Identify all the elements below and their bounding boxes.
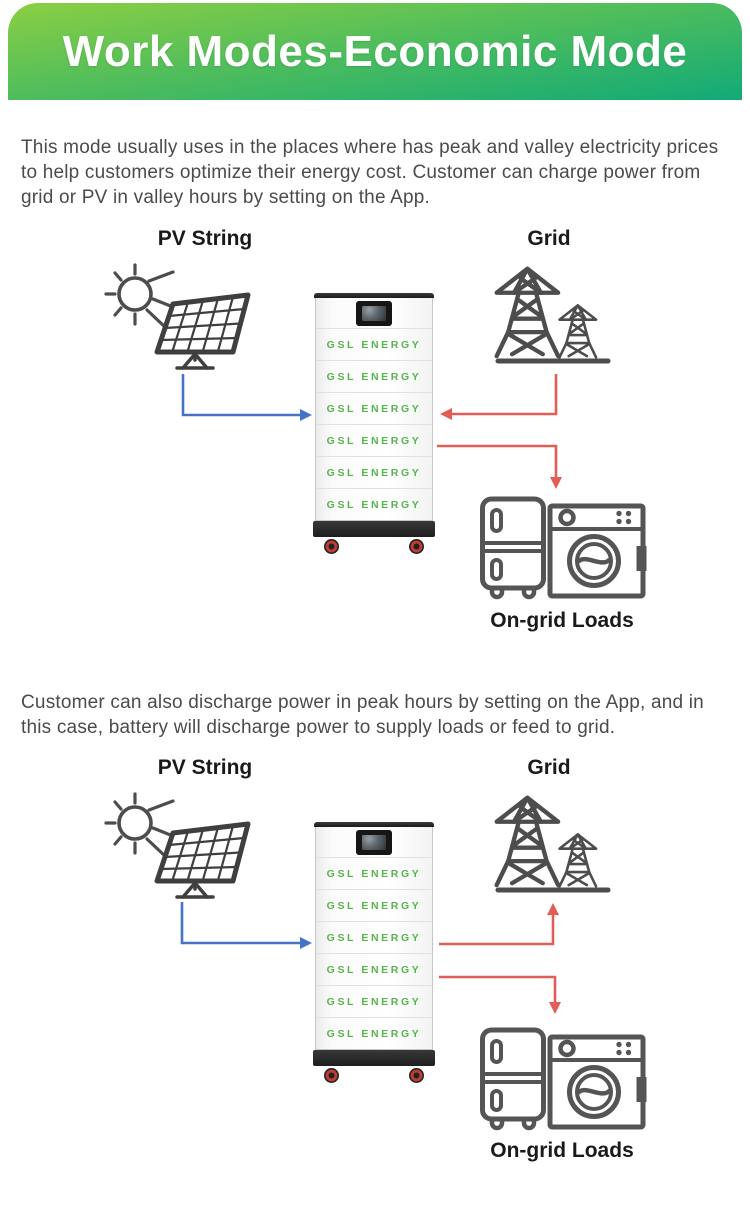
battery-module: GSL ENERGY: [316, 392, 432, 424]
washing-machine-icon: [547, 503, 647, 600]
discharge-paragraph: Customer can also discharge power in pea…: [21, 692, 704, 738]
grid-to-battery-arrowhead: [440, 408, 452, 420]
caster-wheel: [324, 1068, 339, 1083]
battery-screen-display: [362, 834, 386, 850]
caster-wheel: [409, 539, 424, 554]
battery-to-grid-arrow: [439, 915, 555, 946]
battery-module-label: GSL ENERGY: [326, 963, 422, 976]
grid-label: Grid: [527, 756, 571, 779]
battery-screen-display: [362, 305, 386, 321]
grid-label: Grid: [527, 227, 571, 250]
battery-module: GSL ENERGY: [316, 1017, 432, 1049]
sun-solar-panel-icon: [85, 258, 265, 383]
battery-to-loads-arrow: [439, 975, 557, 1002]
pv-string-label: PV String: [157, 227, 253, 250]
battery-module: GSL ENERGY: [316, 424, 432, 456]
sun-solar-panel-icon: [85, 787, 265, 912]
battery-module-label: GSL ENERGY: [326, 1027, 422, 1040]
battery-to-loads-arrowhead: [549, 1002, 561, 1014]
washing-machine-icon: [547, 1034, 647, 1131]
battery-body: GSL ENERGY GSL ENERGY GSL ENERGY GSL ENE…: [315, 827, 433, 1050]
battery-module: GSL ENERGY: [316, 921, 432, 953]
battery-screen: [356, 829, 392, 855]
battery-screen: [356, 300, 392, 326]
battery-module: GSL ENERGY: [316, 985, 432, 1017]
intro-paragraph: This mode usually uses in the places whe…: [21, 137, 719, 208]
battery-module-label: GSL ENERGY: [326, 995, 422, 1008]
battery-module: GSL ENERGY: [316, 360, 432, 392]
grid-towers-icon: [488, 260, 613, 370]
battery-module: GSL ENERGY: [316, 889, 432, 921]
battery-top-cap: [314, 293, 434, 298]
fridge-icon: [479, 496, 547, 602]
battery-module-label: GSL ENERGY: [326, 931, 422, 944]
battery-base: [313, 1050, 435, 1066]
battery-module-label: GSL ENERGY: [326, 498, 422, 511]
battery-module-label: GSL ENERGY: [326, 338, 422, 351]
battery-module: GSL ENERGY: [316, 328, 432, 360]
pv-to-battery-arrowhead: [300, 937, 312, 949]
battery-base: [313, 521, 435, 537]
battery-to-loads-arrowhead: [550, 477, 562, 489]
on-grid-loads-label: On-grid Loads: [490, 1139, 634, 1162]
caster-wheel: [409, 1068, 424, 1083]
grid-towers-icon: [488, 789, 613, 899]
fridge-icon: [479, 1027, 547, 1133]
pv-string-label: PV String: [157, 756, 253, 779]
battery-to-grid-arrowhead: [547, 903, 559, 915]
battery-to-loads-arrow: [437, 444, 558, 477]
grid-to-battery-arrow: [452, 374, 558, 416]
battery-module: GSL ENERGY: [316, 488, 432, 520]
battery-module-label: GSL ENERGY: [326, 434, 422, 447]
battery-top-cap: [314, 822, 434, 827]
on-grid-loads-label: On-grid Loads: [490, 609, 634, 632]
battery-stack: GSL ENERGY GSL ENERGY GSL ENERGY GSL ENE…: [313, 822, 435, 1083]
battery-module-label: GSL ENERGY: [326, 867, 422, 880]
battery-module-label: GSL ENERGY: [326, 370, 422, 383]
battery-module-label: GSL ENERGY: [326, 402, 422, 415]
battery-module: GSL ENERGY: [316, 857, 432, 889]
page-title: Work Modes-Economic Mode: [62, 26, 688, 76]
battery-module-label: GSL ENERGY: [326, 466, 422, 479]
battery-module-label: GSL ENERGY: [326, 899, 422, 912]
pv-to-battery-arrowhead: [300, 409, 312, 421]
caster-wheel: [324, 539, 339, 554]
battery-body: GSL ENERGY GSL ENERGY GSL ENERGY GSL ENE…: [315, 298, 433, 521]
battery-module: GSL ENERGY: [316, 456, 432, 488]
battery-module: GSL ENERGY: [316, 953, 432, 985]
battery-stack: GSL ENERGY GSL ENERGY GSL ENERGY GSL ENE…: [313, 293, 435, 554]
header-banner: Work Modes-Economic Mode: [8, 3, 742, 100]
